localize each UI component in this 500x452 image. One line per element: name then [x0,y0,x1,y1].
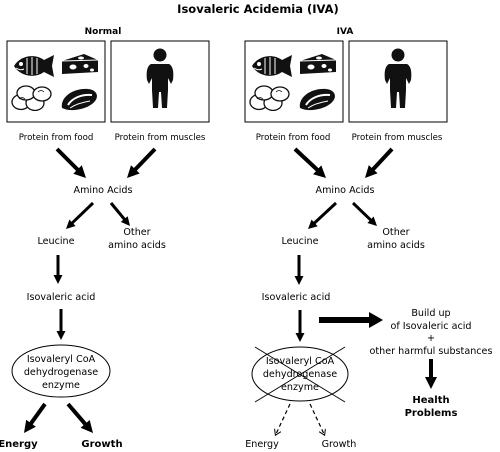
iva-muscle-box [348,40,448,123]
iva-arrow-amino-to-leucine [308,201,337,229]
iva-buildup-line3: + [427,333,435,344]
normal-other-line1: Other [123,227,150,238]
normal-enzyme-ellipse [11,344,111,398]
arrows-layer [24,147,437,435]
iva-arrow-food-to-amino [293,147,326,178]
iva-amino-acids: Amino Acids [316,185,375,196]
iva-arrow-leucine-to-acid [294,255,304,285]
normal-arrow-acid-to-enzyme [56,309,66,340]
iva-enzyme-line3: enzyme [281,382,319,393]
normal-growth: Growth [81,439,122,450]
normal-muscle-caption: Protein from muscles [115,133,206,143]
normal-energy: Energy [0,439,38,450]
iva-arrow-to-buildup [319,312,383,328]
iva-arrow-muscle-to-amino [365,147,394,178]
normal-enzyme-line2: dehydrogenase [24,367,98,378]
iva-dashed-arrow-energy [276,403,291,434]
iva-arrow-buildup-to-health [425,359,437,389]
normal-muscle-box [110,40,210,123]
iva-health-line2: Problems [405,408,458,419]
normal-leucine: Leucine [37,236,74,247]
iva-buildup-line1: Build up [411,308,450,319]
normal-food-caption: Protein from food [19,133,94,143]
iva-enzyme-cross-2 [254,346,346,403]
iva-buildup-line2: of Isovaleric acid [391,321,472,332]
normal-arrow-leucine-to-acid [53,255,63,284]
normal-arrow-amino-to-leucine [66,201,94,229]
normal-panel: Normal Protein from food Protein from mu… [0,27,210,450]
iva-food-box [244,40,344,123]
normal-other-line2: amino acids [108,240,166,251]
normal-arrow-enzyme-to-growth [66,402,93,433]
normal-enzyme-line1: Isovaleryl CoA [27,354,96,365]
iva-muscle-caption: Protein from muscles [352,133,443,143]
iva-growth: Growth [322,439,357,450]
page-title: Isovaleric Acidemia (IVA) [177,2,339,16]
normal-amino-acids: Amino Acids [74,185,133,196]
iva-dashed-arrow-growth [309,403,324,434]
normal-enzyme-line3: enzyme [42,380,80,391]
normal-heading: Normal [85,27,122,37]
iva-arrow-acid-to-enzyme [295,310,305,342]
normal-arrow-muscle-to-amino [127,147,157,178]
iva-arrow-amino-to-other [352,201,377,226]
normal-arrow-food-to-amino [55,147,86,178]
iva-enzyme-line1: Isovaleryl CoA [266,356,335,367]
iva-leucine: Leucine [281,236,318,247]
iva-health-line1: Health [412,395,449,406]
iva-buildup-line4: other harmful substances [370,346,493,357]
iva-heading: IVA [337,27,354,37]
iva-energy: Energy [245,439,279,450]
normal-food-box [6,40,106,123]
normal-arrow-amino-to-other [109,202,130,226]
normal-isovaleric-acid: Isovaleric acid [27,292,96,303]
iva-other-line2: amino acids [367,240,425,251]
iva-food-caption: Protein from food [256,133,331,143]
iva-isovaleric-acid: Isovaleric acid [262,292,331,303]
iva-other-line1: Other [382,227,409,238]
iva-panel: IVA Protein from food Protein from muscl… [244,27,493,450]
normal-arrow-enzyme-to-energy [24,402,47,433]
